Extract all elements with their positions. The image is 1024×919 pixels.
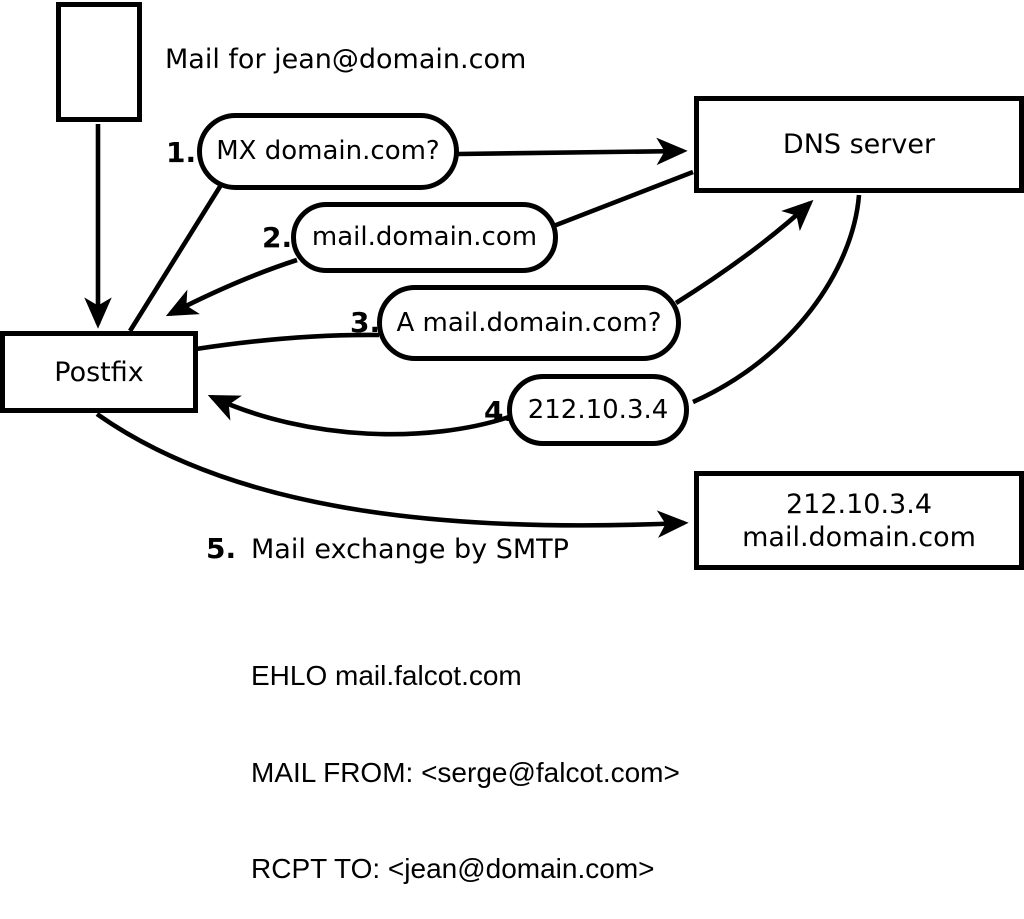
arrow-query3-to-dns: [674, 199, 814, 305]
dns-server-label: DNS server: [782, 129, 936, 160]
reply-a-label: 212.10.3.4: [527, 394, 669, 425]
mail-document-box: [56, 2, 142, 122]
smtp-exchange-caption: Mail exchange by SMTP: [251, 534, 569, 565]
reply-a-pill: 212.10.3.4: [507, 374, 689, 446]
line-dns-to-reply2: [550, 169, 694, 230]
postfix-label: Postfix: [54, 356, 144, 388]
mail-server-hostname: mail.domain.com: [742, 521, 976, 553]
step-4-number: 4.: [484, 395, 515, 428]
mail-server-box: 212.10.3.4 mail.domain.com: [694, 471, 1024, 570]
mail-server-ip: 212.10.3.4: [786, 488, 932, 520]
postfix-box: Postfix: [0, 331, 198, 413]
line-postfix-to-query1: [128, 183, 223, 333]
step-5-number: 5.: [206, 532, 237, 565]
arrow-reply4-to-postfix: [207, 394, 510, 437]
reply-mx-label: mail.domain.com: [311, 222, 538, 252]
smtp-session-transcript: EHLO mail.falcot.com MAIL FROM: <serge@f…: [251, 596, 680, 919]
reply-mx-pill: mail.domain.com: [291, 202, 558, 273]
arrow-postfix-to-mailserver: [95, 412, 689, 538]
smtp-line: MAIL FROM: <serge@falcot.com>: [251, 756, 680, 788]
smtp-line: EHLO mail.falcot.com: [251, 660, 522, 691]
query-mx-pill: MX domain.com?: [197, 113, 459, 190]
arrow-reply2-to-postfix: [165, 257, 298, 317]
step-2-number: 2.: [262, 221, 293, 254]
dns-server-box: DNS server: [694, 96, 1024, 193]
step-3-number: 3.: [350, 306, 381, 339]
arrow-query1-to-dns: [457, 137, 688, 166]
query-mx-label: MX domain.com?: [216, 136, 440, 166]
step-1-number: 1.: [166, 136, 197, 169]
line-dns-to-reply4: [692, 194, 862, 405]
query-a-pill: A mail.domain.com?: [377, 285, 681, 361]
smtp-line: RCPT TO: <jean@domain.com>: [251, 853, 655, 885]
query-a-label: A mail.domain.com?: [396, 307, 662, 338]
incoming-mail-title: Mail for jean@domain.com: [165, 44, 527, 75]
line-postfix-to-query3: [195, 332, 380, 352]
